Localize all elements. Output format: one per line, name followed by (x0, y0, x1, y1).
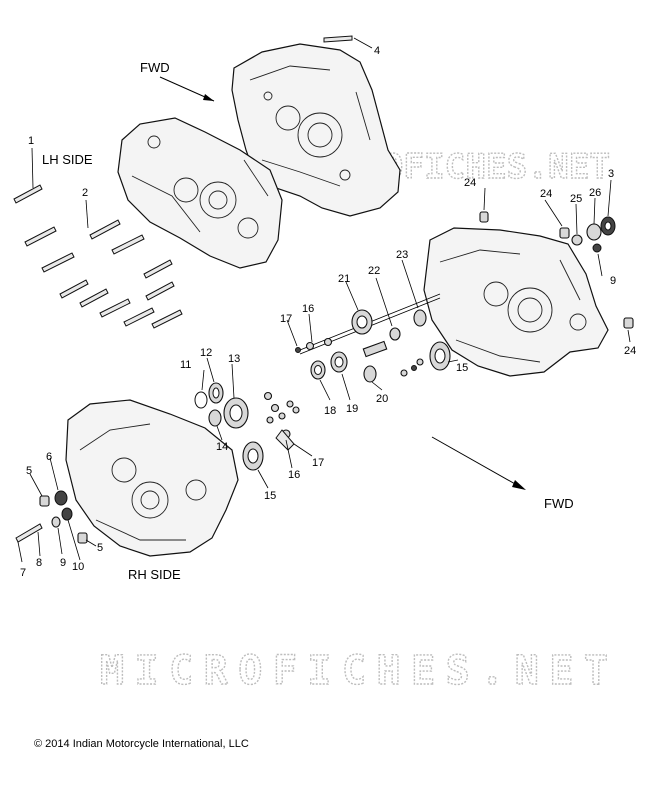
callout-23: 23 (396, 249, 408, 261)
callout-5b: 5 (97, 542, 103, 554)
callout-5a: 5 (26, 465, 32, 477)
left-middle-bearings (194, 382, 300, 471)
callout-7: 7 (20, 567, 26, 579)
callout-16a: 16 (302, 303, 314, 315)
callout-11: 11 (180, 359, 191, 371)
crankcase-rh-front (65, 399, 239, 557)
callout-12: 12 (200, 347, 212, 359)
callout-26: 26 (589, 187, 601, 199)
watermark-bottom: MICROFICHES.NET (100, 648, 608, 694)
fwd-label-top: FWD (140, 60, 170, 75)
callout-3: 3 (608, 168, 614, 180)
callout-22: 22 (368, 265, 380, 277)
callout-20: 20 (376, 393, 388, 405)
leader-lines (17, 37, 631, 563)
callout-19: 19 (346, 403, 358, 415)
lh-side-label: LH SIDE (42, 152, 93, 167)
callout-24c: 24 (624, 345, 636, 357)
fwd-arrow-bottom (431, 436, 526, 490)
lh-bolts (13, 184, 183, 329)
crankcase-lh-rear (231, 43, 401, 217)
callout-21: 21 (338, 273, 350, 285)
callout-10: 10 (72, 561, 84, 573)
callout-1: 1 (28, 135, 34, 147)
bolt-item-4 (323, 35, 353, 43)
callout-15a: 15 (264, 490, 276, 502)
callout-24b: 24 (540, 188, 552, 200)
crankcase-rh-rear (423, 227, 609, 377)
callout-9b: 9 (610, 275, 616, 287)
copyright-text: © 2014 Indian Motorcycle International, … (34, 738, 249, 750)
left-bottom-parts (15, 490, 88, 544)
callout-18: 18 (324, 405, 336, 417)
callout-17b: 17 (312, 457, 324, 469)
callouts: 1 2 3 4 5 5 6 7 8 9 9 10 11 12 13 14 15 … (20, 45, 636, 579)
callout-15b: 15 (456, 362, 468, 374)
fwd-arrow-top (159, 76, 215, 102)
crankcase-lh-front (117, 117, 283, 269)
callout-16b: 16 (288, 469, 300, 481)
callout-4: 4 (374, 45, 380, 57)
rh-side-label: RH SIDE (128, 567, 181, 582)
center-shaft-assembly (295, 293, 451, 383)
callout-13: 13 (228, 353, 240, 365)
right-small-parts (479, 211, 634, 329)
callout-24a: 24 (464, 177, 476, 189)
callout-25: 25 (570, 193, 582, 205)
callout-8: 8 (36, 557, 42, 569)
callout-2: 2 (82, 187, 88, 199)
fwd-label-bottom: FWD (544, 496, 574, 511)
callout-9a: 9 (60, 557, 66, 569)
callout-17a: 17 (280, 313, 292, 325)
callout-6: 6 (46, 451, 52, 463)
callout-14: 14 (216, 441, 228, 453)
